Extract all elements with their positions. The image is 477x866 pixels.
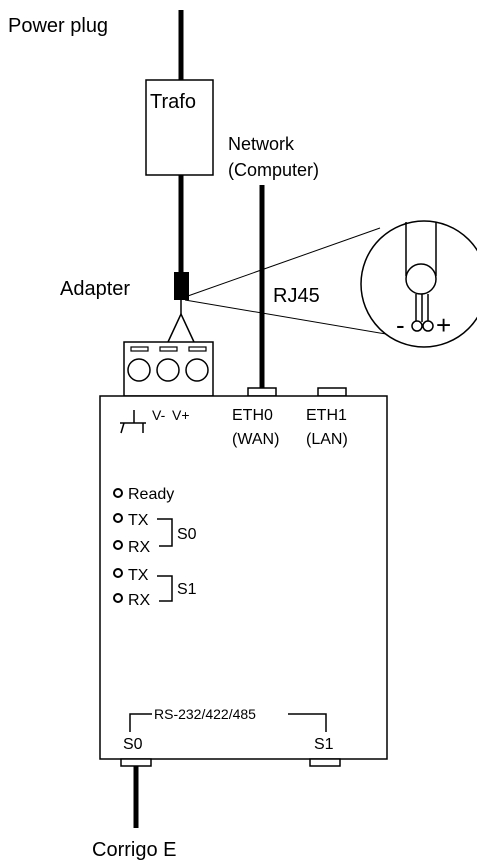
port-s1-label: S1 (314, 736, 334, 753)
s1-tx-label: TX (128, 567, 149, 584)
s1-bracket (157, 575, 173, 602)
v-minus-label: V- (152, 407, 166, 423)
s0-rx-label: RX (128, 539, 151, 556)
adapter-fork (167, 312, 195, 343)
corrigo-label: Corrigo E (92, 839, 176, 861)
s1-rx-label: RX (128, 592, 151, 609)
trafo-label: Trafo (150, 91, 196, 113)
led-ready-label: Ready (128, 486, 174, 503)
led-ready (113, 488, 123, 498)
port-s1-plug (309, 758, 341, 767)
polarity-plug-icon (405, 222, 437, 332)
rs-bracket-left (129, 713, 152, 732)
eth1-label: ETH1 (306, 407, 347, 424)
terminal-screws (127, 346, 209, 382)
device-box (99, 395, 388, 760)
eth1-plug (317, 387, 347, 397)
led-s1-tx (113, 568, 123, 578)
eth0-label: ETH0 (232, 407, 273, 424)
led-s1-rx (113, 593, 123, 603)
s0-bracket (157, 518, 173, 547)
led-indicators (113, 488, 123, 603)
rj45-label: RJ45 (273, 285, 320, 307)
zoom-line-top (184, 227, 381, 298)
v-plus-label: V+ (172, 407, 190, 423)
adapter-block (174, 272, 189, 300)
led-s0-rx (113, 540, 123, 550)
network-label-line2: (Computer) (228, 160, 319, 180)
rs-bracket-right (288, 713, 327, 732)
polarity-minus-label: - (396, 310, 405, 340)
polarity-plus-label: + (436, 310, 451, 340)
s1-group-label: S1 (177, 581, 197, 598)
ground-icon (120, 410, 146, 434)
power-plug-label: Power plug (8, 15, 108, 37)
zoom-line-bottom (184, 299, 387, 335)
adapter-label: Adapter (60, 278, 130, 300)
network-label-line1: Network (228, 134, 295, 154)
s0-tx-label: TX (128, 512, 149, 529)
port-s0-plug (120, 758, 152, 767)
eth0-plug (247, 387, 277, 397)
eth0-sub-label: (WAN) (232, 431, 279, 448)
eth1-sub-label: (LAN) (306, 431, 348, 448)
led-s0-tx (113, 513, 123, 523)
rs-bus-label: RS-232/422/485 (154, 706, 256, 722)
s0-group-label: S0 (177, 526, 197, 543)
port-s0-label: S0 (123, 736, 143, 753)
